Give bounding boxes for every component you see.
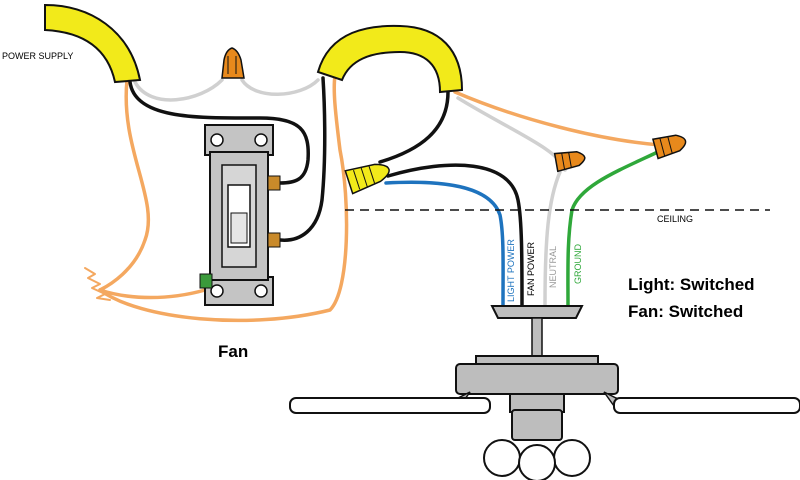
light-power-label: LIGHT POWER [506, 239, 516, 302]
fan-status-label: Fan: Switched [628, 302, 743, 321]
ground-wire-to-fan-nut [453, 90, 662, 147]
wire-nut-neutral-top [221, 47, 245, 79]
ground-twist [84, 267, 111, 301]
wire-nut-ground-fan [651, 134, 687, 160]
ground-wire-switch-box [98, 288, 207, 300]
switched-wire-to-yellow-nut [378, 90, 450, 164]
wires [84, 73, 664, 323]
ground-wire-supply [98, 78, 151, 292]
fan-power-label: FAN POWER [526, 241, 536, 296]
wire-nut-yellow [344, 163, 390, 195]
green-ground-screw [199, 273, 213, 289]
ceiling-label: CEILING [657, 214, 693, 224]
ceiling-fan [289, 305, 800, 480]
light-bulb-right [553, 439, 591, 477]
ground-wire-box-to-fan-cable [98, 73, 349, 323]
fan-blade-right [613, 397, 800, 414]
light-status-label: Light: Switched [628, 275, 755, 294]
light-kit-body [511, 409, 563, 441]
neutral-wire-to-fan-nut [456, 96, 567, 172]
fan-power-wire [386, 163, 524, 307]
hot-wire-supply-to-switch [128, 80, 310, 185]
fan-downrod [531, 317, 543, 359]
neutral-wire-to-fan [543, 170, 562, 307]
neutral-wire-nut-to-fan-cable [240, 78, 320, 96]
brass-screw-top [267, 175, 281, 191]
light-power-wire [384, 180, 505, 307]
cables [44, 3, 464, 94]
neutral-wire-supply-to-nut [133, 78, 224, 102]
fan-motor-housing [455, 363, 619, 395]
fan-blade-left [289, 397, 491, 414]
wire-nut-neutral-fan [553, 150, 586, 173]
ground-label: GROUND [573, 244, 583, 284]
light-bulb-center [518, 444, 556, 480]
switched-wire-to-fan-cable [278, 76, 327, 242]
neutral-label: NEUTRAL [548, 246, 558, 288]
wall-switch [199, 124, 281, 306]
fan-cable [316, 24, 464, 94]
fan-canopy [490, 305, 584, 319]
light-bulb-left [483, 439, 521, 477]
brass-screw-bottom [267, 232, 281, 248]
supply-cable [44, 3, 142, 84]
power-supply-label: POWER SUPPLY [2, 51, 73, 61]
switch-caption: Fan [218, 342, 248, 361]
